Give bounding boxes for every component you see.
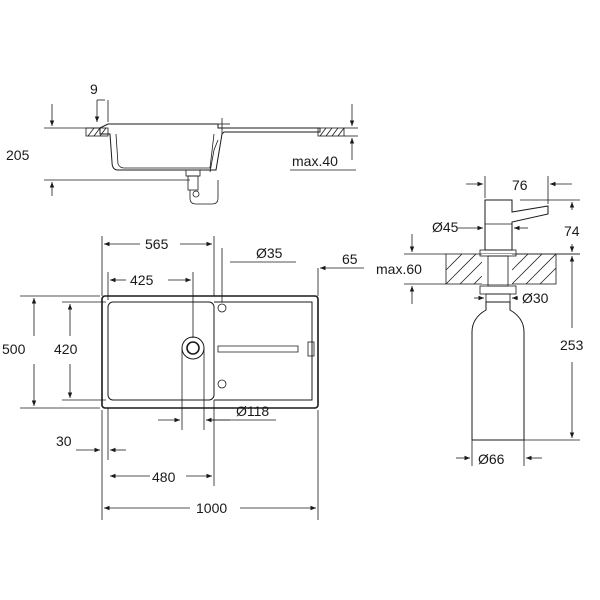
sink-outline — [101, 295, 319, 409]
dispenser-worktop — [445, 253, 557, 285]
dim-label-bowl-inner: 480 — [152, 469, 176, 485]
dim-label-bottle-diameter: Ø66 — [478, 451, 505, 467]
sink-section-outline — [99, 123, 321, 171]
dim-label-total-height: 253 — [560, 337, 584, 353]
bottle — [471, 301, 525, 441]
dim-label-bowl-width: 565 — [145, 236, 169, 252]
dim-label-drain-offset: 425 — [130, 272, 154, 288]
worktop-right — [317, 127, 345, 137]
dim-label-overall-width: 1000 — [196, 500, 227, 516]
dim-label-flange: 9 — [90, 81, 98, 97]
dim-label-hole-diameter: Ø30 — [522, 290, 549, 306]
dim-label-depth: 205 — [6, 147, 30, 163]
soap-dispenser-view: 76 Ø45 74 max.60 Ø30 253 Ø66 — [376, 176, 584, 467]
pump-head — [484, 199, 549, 251]
dim-label-worktop-max: max.40 — [292, 153, 338, 169]
dim-label-dispenser-worktop: max.60 — [376, 261, 422, 277]
bowl-outline — [107, 301, 215, 401]
drainer-outline — [214, 301, 313, 401]
dim-label-pump-height: 74 — [564, 223, 580, 239]
waste-fitting — [181, 336, 205, 360]
dim-label-tap-offset: 65 — [342, 251, 358, 267]
dim-label-overall-depth: 500 — [2, 341, 26, 357]
plan-view: 565 Ø35 65 425 500 420 30 — [2, 236, 364, 520]
tap-hole — [217, 303, 227, 313]
worktop-left — [85, 127, 109, 137]
dim-label-rim-offset: 30 — [56, 433, 72, 449]
dim-label-waste: Ø118 — [236, 403, 269, 419]
section-view: 9 205 max.40 — [6, 81, 358, 205]
dim-label-tap-hole: Ø35 — [256, 245, 283, 261]
overflow-hole — [217, 379, 227, 389]
dim-label-pump-diameter: Ø45 — [432, 219, 459, 235]
waste-plumbing — [185, 139, 219, 205]
dim-label-bowl-depth: 420 — [54, 341, 78, 357]
dim-label-spout-length: 76 — [512, 177, 528, 193]
